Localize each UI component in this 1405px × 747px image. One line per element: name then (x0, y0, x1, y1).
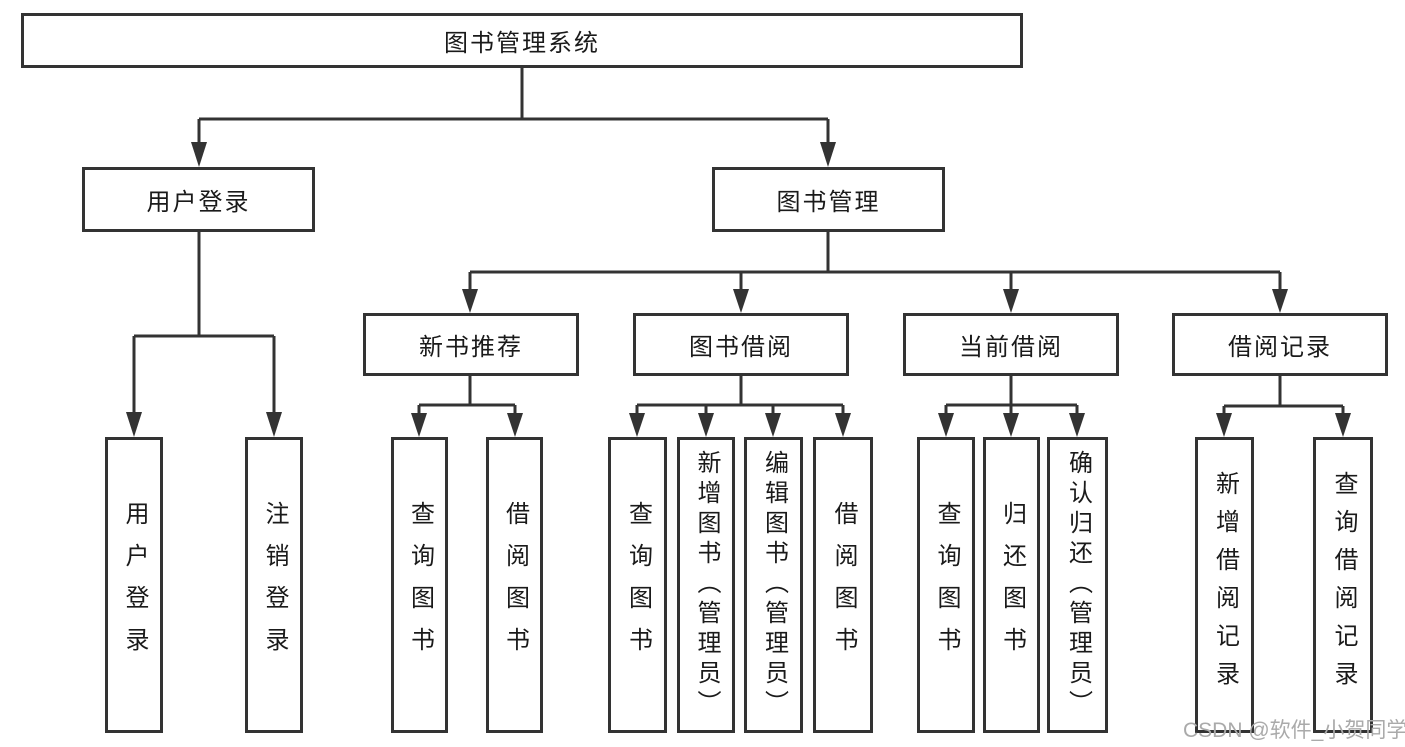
leaf-record-query: 查询借阅记录 (1313, 437, 1373, 733)
node-user-login: 用户登录 (82, 167, 315, 232)
edge-mgmt-to-submodules (462, 232, 1288, 313)
leaf-borrow-lend-book: 借阅图书 (813, 437, 873, 733)
node-borrow-record: 借阅记录 (1172, 313, 1388, 376)
node-root-system: 图书管理系统 (21, 13, 1023, 68)
leaf-rec-borrow-book: 借阅图书 (486, 437, 543, 733)
csdn-watermark: CSDN @软件_小贺同学 (1183, 719, 1405, 742)
node-book-borrow: 图书借阅 (633, 313, 849, 376)
leaf-rec-query-book: 查询图书 (391, 437, 448, 733)
node-user-login-label: 用户登录 (146, 189, 251, 216)
leaf-record-query-label: 查询借阅记录 (1330, 471, 1357, 699)
leaf-borrow-lend-book-label: 借阅图书 (830, 501, 857, 669)
edge-record-to-features (1216, 376, 1351, 437)
leaf-user-login-label: 用户登录 (121, 501, 148, 669)
leaf-current-query-book-label: 查询图书 (933, 501, 960, 669)
edge-newbook-to-features (411, 376, 523, 437)
node-new-book-recommend-label: 新书推荐 (419, 334, 523, 361)
leaf-current-query-book: 查询图书 (917, 437, 975, 733)
leaf-user-login: 用户登录 (105, 437, 163, 733)
node-book-management: 图书管理 (712, 167, 945, 232)
leaf-borrow-edit-book-admin: 编辑图书（管理员） (744, 437, 803, 733)
leaf-current-return-book: 归还图书 (983, 437, 1040, 733)
leaf-borrow-query-book: 查询图书 (608, 437, 667, 733)
edge-borrow-to-features (629, 376, 851, 437)
node-current-borrow-label: 当前借阅 (959, 334, 1063, 361)
leaf-rec-borrow-book-label: 借阅图书 (501, 501, 529, 669)
edge-current-to-features (938, 376, 1085, 437)
leaf-borrow-query-book-label: 查询图书 (624, 501, 652, 669)
node-borrow-record-label: 借阅记录 (1228, 334, 1332, 361)
leaf-current-return-book-label: 归还图书 (998, 501, 1026, 669)
node-new-book-recommend: 新书推荐 (363, 313, 579, 376)
leaf-borrow-add-book-admin-label: 新增图书（管理员） (693, 450, 720, 720)
edge-root-to-modules (191, 68, 836, 167)
leaf-current-confirm-return-admin: 确认归还（管理员） (1047, 437, 1108, 733)
leaf-rec-query-book-label: 查询图书 (406, 501, 434, 669)
leaf-logout: 注销登录 (245, 437, 303, 733)
leaf-current-confirm-return-admin-label: 确认归还（管理员） (1064, 450, 1092, 720)
edge-login-to-features (126, 232, 282, 437)
node-root-system-label: 图书管理系统 (444, 30, 600, 57)
leaf-borrow-edit-book-admin-label: 编辑图书（管理员） (760, 450, 788, 720)
node-current-borrow: 当前借阅 (903, 313, 1119, 376)
leaf-record-add: 新增借阅记录 (1195, 437, 1254, 733)
leaf-record-add-label: 新增借阅记录 (1211, 471, 1239, 699)
node-book-management-label: 图书管理 (776, 189, 881, 216)
node-book-borrow-label: 图书借阅 (689, 334, 793, 361)
leaf-borrow-add-book-admin: 新增图书（管理员） (677, 437, 735, 733)
leaf-logout-label: 注销登录 (261, 501, 288, 669)
